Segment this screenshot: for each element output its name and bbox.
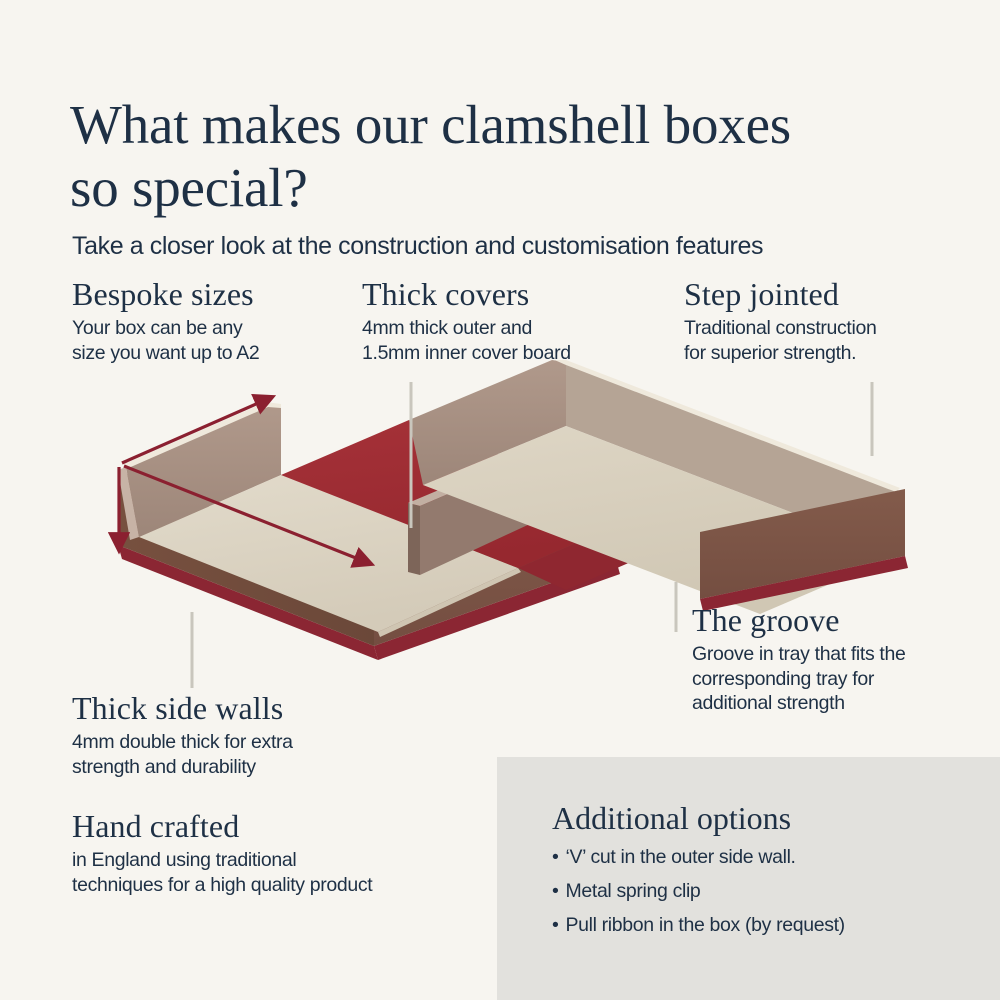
left-tray-inner-wall-back — [126, 405, 281, 537]
callout-body: Groove in tray that fits the correspondi… — [692, 642, 962, 716]
page-title-line-2: so special? — [70, 156, 308, 218]
callout-body-line-1: Your box can be any — [72, 317, 243, 339]
additional-options-title: Additional options — [552, 800, 792, 836]
callout-body-line-1: 4mm double thick for extra — [72, 731, 293, 753]
left-tray-base-edge — [118, 545, 378, 660]
page-subtitle: Take a closer look at the construction a… — [72, 232, 764, 260]
callout-body-line-1: 4mm thick outer and — [362, 317, 533, 339]
callout-body-line-2: corresponding tray for — [692, 667, 874, 690]
list-item: ‘V’ cut in the outer side wall. — [552, 840, 845, 874]
callout-title: Step jointed — [684, 276, 839, 312]
callout-body-line-1: Traditional construction — [684, 317, 877, 339]
callout-bespoke-sizes: Bespoke sizes Your box can be any size y… — [72, 276, 342, 365]
callout-title: Hand crafted — [72, 808, 240, 844]
callout-body-line-2: techniques for a high quality product — [72, 873, 373, 896]
left-tray — [118, 402, 620, 660]
callout-body-line-2: 1.5mm inner cover board — [362, 341, 571, 364]
callout-body: Traditional construction for superior st… — [684, 316, 944, 365]
callout-body-line-2: for superior strength. — [684, 341, 857, 364]
leader-lines — [190, 382, 874, 688]
list-item: Metal spring clip — [552, 874, 845, 908]
callout-body: Your box can be any size you want up to … — [72, 316, 342, 365]
callout-body-line-1: in England using traditional — [72, 849, 297, 871]
callout-title: The groove — [692, 602, 840, 638]
callout-body-line-3: additional strength — [692, 692, 845, 714]
clamshell-box-illustration — [107, 360, 908, 660]
right-tray — [409, 360, 908, 614]
callout-thick-side-walls: Thick side walls 4mm double thick for ex… — [72, 690, 472, 779]
callout-body-line-2: size you want up to A2 — [72, 341, 260, 364]
right-tray-base-edge — [700, 556, 908, 611]
callout-title: Thick side walls — [72, 690, 284, 726]
dimension-arrows — [107, 393, 376, 568]
callout-step-jointed: Step jointed Traditional construction fo… — [684, 276, 944, 365]
right-tray-cover-edge-top — [554, 360, 900, 492]
left-tray-floor — [139, 475, 518, 632]
left-tray-inner-lip-front — [378, 568, 521, 637]
callout-hand-crafted: Hand crafted in England using traditiona… — [72, 808, 492, 897]
callout-title: Bespoke sizes — [72, 276, 254, 312]
page-title: What makes our clamshell boxes so specia… — [70, 93, 930, 219]
callout-title: Thick covers — [362, 276, 530, 312]
callout-body: in England using traditional techniques … — [72, 848, 492, 897]
dimension-arrow-depth — [123, 464, 376, 568]
dimension-arrow-width — [121, 393, 277, 465]
left-tray-wall-thickness — [118, 467, 139, 540]
right-tray-wall-face — [700, 489, 905, 599]
right-tray-inner-wall-back — [409, 360, 566, 485]
list-item: Pull ribbon in the box (by request) — [552, 908, 845, 942]
additional-options-list: ‘V’ cut in the outer side wall. Metal sp… — [552, 840, 845, 942]
callout-thick-covers: Thick covers 4mm thick outer and 1.5mm i… — [362, 276, 642, 365]
right-tray-inner-wall-right-back — [566, 362, 900, 554]
page-title-line-1: What makes our clamshell boxes — [70, 93, 792, 155]
left-tray-cover-edge-top — [124, 402, 281, 469]
callout-body-line-2: strength and durability — [72, 755, 256, 778]
callout-the-groove: The groove Groove in tray that fits the … — [692, 602, 962, 716]
callout-body: 4mm thick outer and 1.5mm inner cover bo… — [362, 316, 642, 365]
callout-body: 4mm double thick for extra strength and … — [72, 730, 472, 779]
additional-options-panel: Additional options ‘V’ cut in the outer … — [497, 757, 1000, 1000]
callout-body-line-1: Groove in tray that fits the — [692, 643, 906, 665]
